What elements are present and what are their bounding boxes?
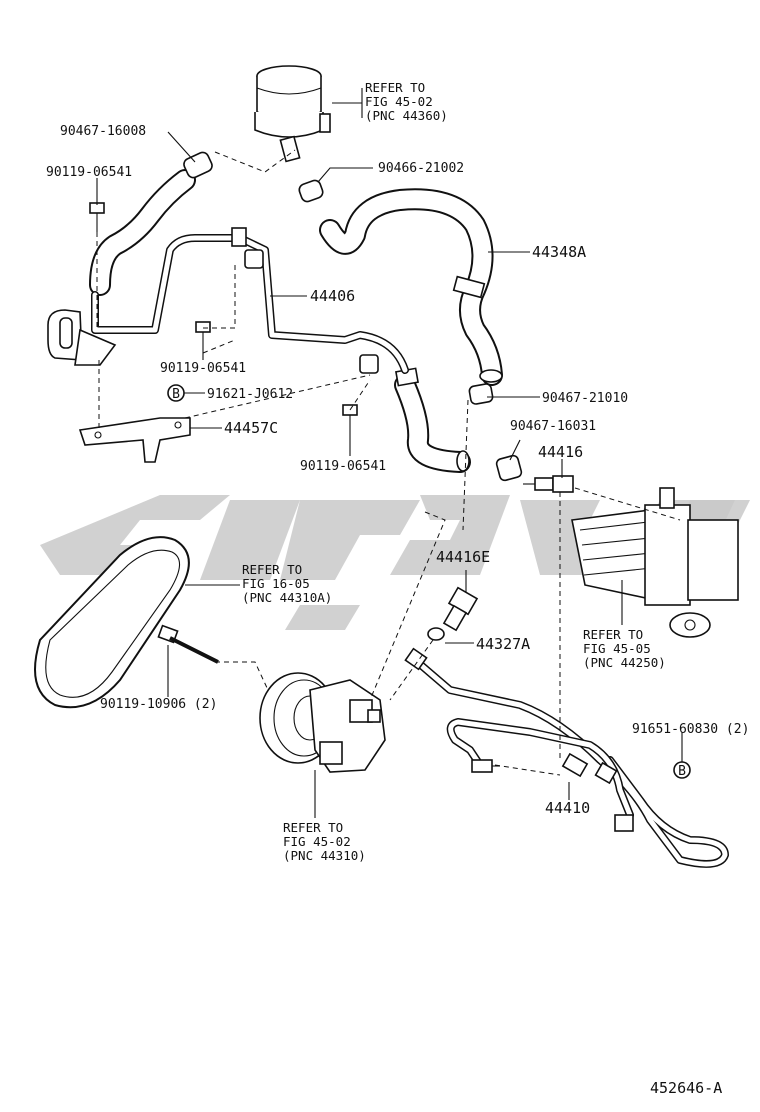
gear-ref-line1: REFER TO	[583, 627, 643, 642]
label-90119-06541-low[interactable]: 90119-06541	[300, 459, 386, 474]
pressure-tube-44406	[47, 227, 409, 374]
leader-lines	[96, 88, 683, 818]
label-44348a[interactable]: 44348A	[532, 243, 586, 261]
dashed-guides	[96, 149, 681, 776]
label-91621-j0612[interactable]: 91621-J0612	[207, 387, 293, 402]
label-44416e[interactable]: 44416E	[436, 548, 490, 566]
label-90119-06541-mid[interactable]: 90119-06541	[160, 361, 246, 376]
suction-hose-left	[89, 169, 196, 296]
union-44416e	[427, 586, 479, 641]
reservoir-illustration	[254, 65, 331, 163]
reservoir-ref-line3: (PNC 44360)	[365, 108, 448, 123]
label-44410[interactable]: 44410	[545, 799, 590, 817]
diagram-id: 452646-A	[650, 1079, 722, 1097]
pump-ref-line3: (PNC 44310)	[283, 848, 366, 863]
bolt-mid	[195, 321, 211, 352]
label-91651-60830[interactable]: 91651-60830 (2)	[632, 722, 749, 737]
belt-ref-line2: FIG 16-05	[242, 576, 310, 591]
label-44416[interactable]: 44416	[538, 443, 583, 461]
label-90466-21002[interactable]: 90466-21002	[378, 161, 464, 176]
pressure-hose-lower	[394, 367, 471, 473]
marker-b-bottom: B	[673, 761, 691, 779]
gear-ref-line2: FIG 45-05	[583, 641, 651, 656]
label-90467-16008[interactable]: 90467-16008	[60, 124, 146, 139]
label-44327a[interactable]: 44327A	[476, 635, 530, 653]
reservoir-ref-line1: REFER TO	[365, 80, 425, 95]
bolt-top-left	[89, 202, 105, 232]
vane-pump	[259, 672, 386, 773]
belt-ref-line1: REFER TO	[242, 562, 302, 577]
pressure-tube-44410	[404, 647, 729, 868]
return-hose-44348a	[319, 188, 503, 386]
label-90467-21010[interactable]: 90467-21010	[542, 391, 628, 406]
bracket-44457c	[78, 417, 191, 463]
label-44406[interactable]: 44406	[310, 287, 355, 305]
belt-ref-line3: (PNC 44310A)	[242, 590, 332, 605]
reservoir-ref-line2: FIG 45-02	[365, 94, 433, 109]
union-44416	[523, 475, 574, 493]
bolt-long	[157, 624, 219, 664]
drive-belt	[34, 536, 190, 709]
gear-ref-line3: (PNC 44250)	[583, 655, 666, 670]
label-90119-10906[interactable]: 90119-10906 (2)	[100, 697, 217, 712]
pump-ref-line2: FIG 45-02	[283, 834, 351, 849]
label-90467-16031[interactable]: 90467-16031	[510, 419, 596, 434]
hose-clamps	[183, 151, 523, 482]
label-44457c[interactable]: 44457C	[224, 419, 278, 437]
marker-b-top-label: B	[172, 387, 180, 402]
part-labels: REFER TO FIG 45-02 (PNC 44360) 90467-160…	[46, 80, 749, 1097]
marker-b-bottom-label: B	[678, 764, 686, 779]
marker-b-top: B	[167, 384, 185, 402]
label-90119-06541-top[interactable]: 90119-06541	[46, 165, 132, 180]
pump-ref-line1: REFER TO	[283, 820, 343, 835]
steering-gear-illustration	[571, 487, 739, 638]
